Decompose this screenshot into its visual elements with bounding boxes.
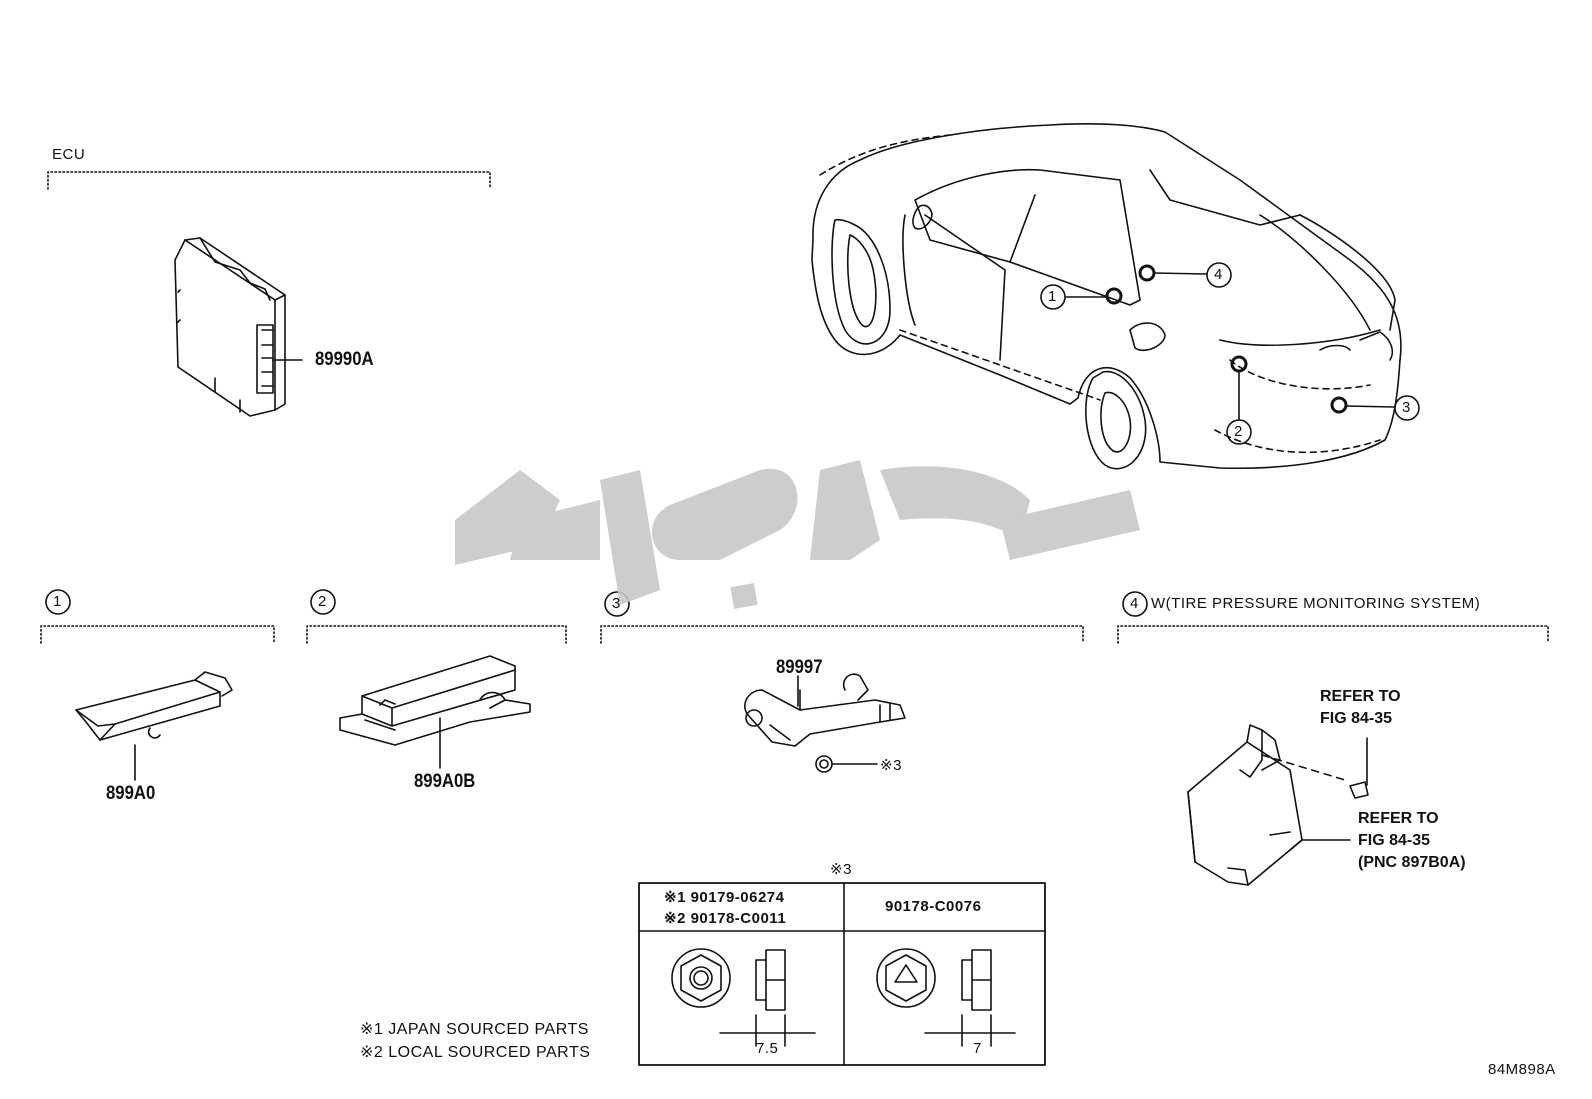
part-899a0b-drawing bbox=[339, 655, 531, 769]
part-number-89997[interactable]: 89997 bbox=[776, 657, 823, 678]
refer-to-fig-lower[interactable]: REFER TO FIG 84-35 (PNC 897B0A) bbox=[1358, 810, 1466, 871]
fastener-dim-2: 7 bbox=[973, 1040, 982, 1057]
section-markers bbox=[45, 589, 1148, 617]
diagram-code: 84M898A bbox=[1488, 1061, 1556, 1078]
car-callout-4: 4 bbox=[1214, 266, 1223, 283]
fastener-pn-2[interactable]: ※2 90178-C0011 bbox=[664, 910, 787, 927]
car-callout-3: 3 bbox=[1402, 399, 1411, 416]
fastener-pn-1[interactable]: ※1 90179-06274 bbox=[664, 889, 785, 906]
part-number-899a0[interactable]: 899A0 bbox=[106, 783, 156, 804]
note-japan-sourced: ※1 JAPAN SOURCED PARTS bbox=[360, 1021, 589, 1038]
section-marker-1: 1 bbox=[53, 593, 62, 610]
fastener-table-title: ※3 bbox=[830, 861, 852, 878]
section-marker-4: 4 bbox=[1130, 595, 1139, 612]
car-drawing bbox=[811, 123, 1402, 470]
part-4-drawing bbox=[1187, 724, 1369, 886]
ecu-module-drawing bbox=[174, 237, 303, 417]
car-callout-2: 2 bbox=[1234, 423, 1243, 440]
part-number-899a0b[interactable]: 899A0B bbox=[414, 771, 476, 792]
car-callout-1: 1 bbox=[1048, 288, 1057, 305]
part-89997-drawing bbox=[744, 673, 906, 773]
ecu-section-title: ECU bbox=[52, 146, 86, 163]
section-marker-2: 2 bbox=[318, 593, 327, 610]
car-callouts bbox=[1040, 262, 1420, 445]
part-899a0-drawing bbox=[75, 671, 233, 781]
section-marker-3: 3 bbox=[612, 595, 621, 612]
section-brackets bbox=[40, 171, 1549, 644]
fastener-ref-3: ※3 bbox=[880, 757, 902, 774]
tpms-section-title: W(TIRE PRESSURE MONITORING SYSTEM) bbox=[1151, 595, 1481, 612]
part-number-89990a[interactable]: 89990A bbox=[315, 349, 374, 370]
fastener-dim-1: 7.5 bbox=[756, 1040, 779, 1057]
refer-to-fig-upper[interactable]: REFER TO FIG 84-35 bbox=[1320, 688, 1401, 727]
note-local-sourced: ※2 LOCAL SOURCED PARTS bbox=[360, 1044, 591, 1061]
fastener-pn-3[interactable]: 90178-C0076 bbox=[885, 898, 982, 915]
fastener-table-lines bbox=[638, 882, 1046, 1066]
